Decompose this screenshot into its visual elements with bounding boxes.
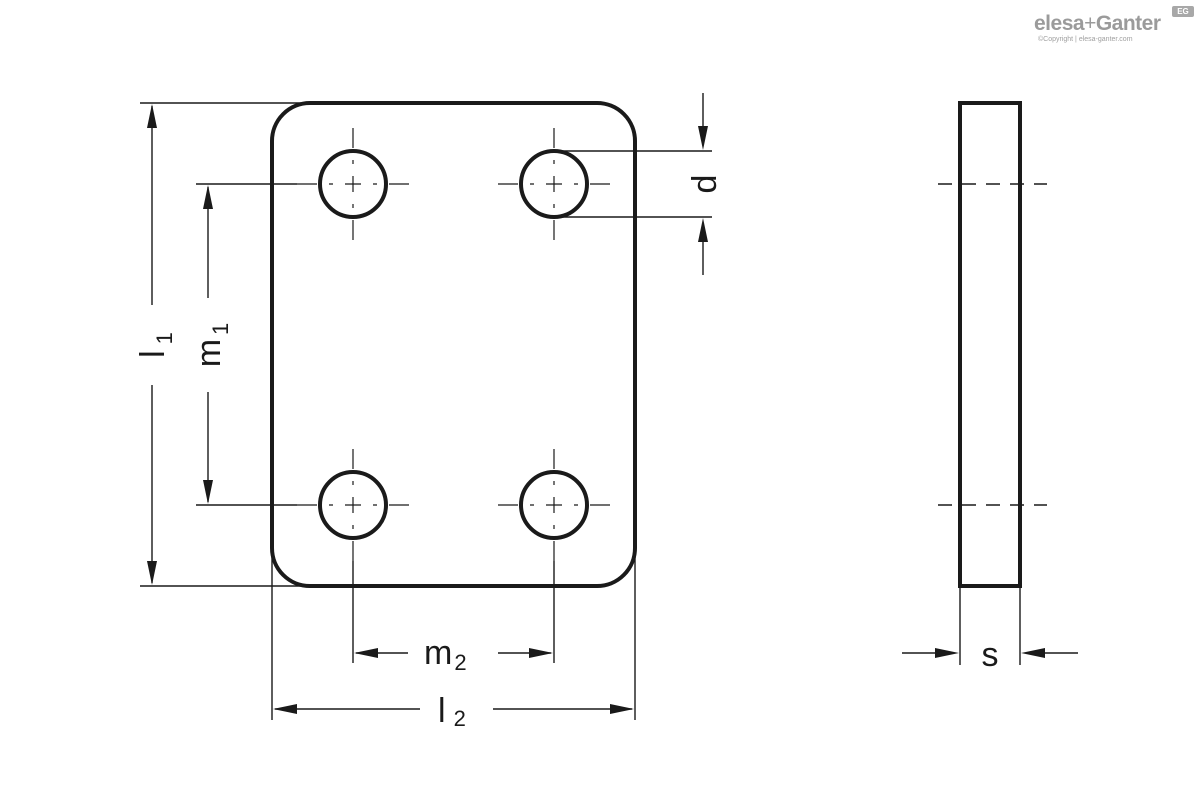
dimension-s: s (902, 586, 1078, 674)
dimension-m2: m2 (352, 561, 555, 675)
dimension-d: d (557, 93, 724, 275)
logo-wordmark: elesa+Ganter (1034, 12, 1161, 36)
hole-top-right (519, 149, 589, 219)
plate-outline (270, 101, 637, 588)
hole-bottom-left (318, 470, 388, 540)
svg-text:m1: m1 (190, 323, 233, 368)
svg-text:l2: l2 (438, 692, 466, 731)
svg-text:m2: m2 (424, 634, 467, 675)
logo-brand-left: elesa (1034, 12, 1085, 35)
dimension-m1: m1 (190, 183, 297, 506)
hole-bottom-right (519, 470, 589, 540)
dim-d-label: d (686, 175, 724, 194)
dim-l1-subscript: 1 (152, 332, 177, 344)
dim-m2-subscript: 2 (454, 650, 466, 675)
front-view (270, 101, 637, 588)
brand-logo: EG elesa+Ganter ©Copyright | elesa-gante… (1028, 6, 1198, 50)
svg-text:l1: l1 (134, 332, 177, 358)
hole-centerlines (297, 128, 610, 561)
logo-badge: EG (1172, 6, 1194, 17)
dim-s-label: s (982, 636, 999, 674)
logo-copyright: ©Copyright | elesa-ganter.com (1038, 36, 1133, 43)
logo-brand-right: Ganter (1095, 12, 1161, 35)
dim-m1-label: m (190, 339, 228, 367)
dim-l2-subscript: 2 (454, 706, 466, 731)
logo-brand-plus: + (1084, 12, 1096, 35)
hole-top-left (318, 149, 388, 219)
side-view (938, 101, 1047, 588)
dimension-l1: l1 (134, 102, 318, 587)
dim-m1-subscript: 1 (208, 323, 233, 335)
dim-l1-label: l (134, 350, 172, 358)
plate-side-outline (958, 101, 1022, 588)
dim-l2-label: l (438, 692, 446, 730)
dim-m2-label: m (424, 634, 452, 672)
